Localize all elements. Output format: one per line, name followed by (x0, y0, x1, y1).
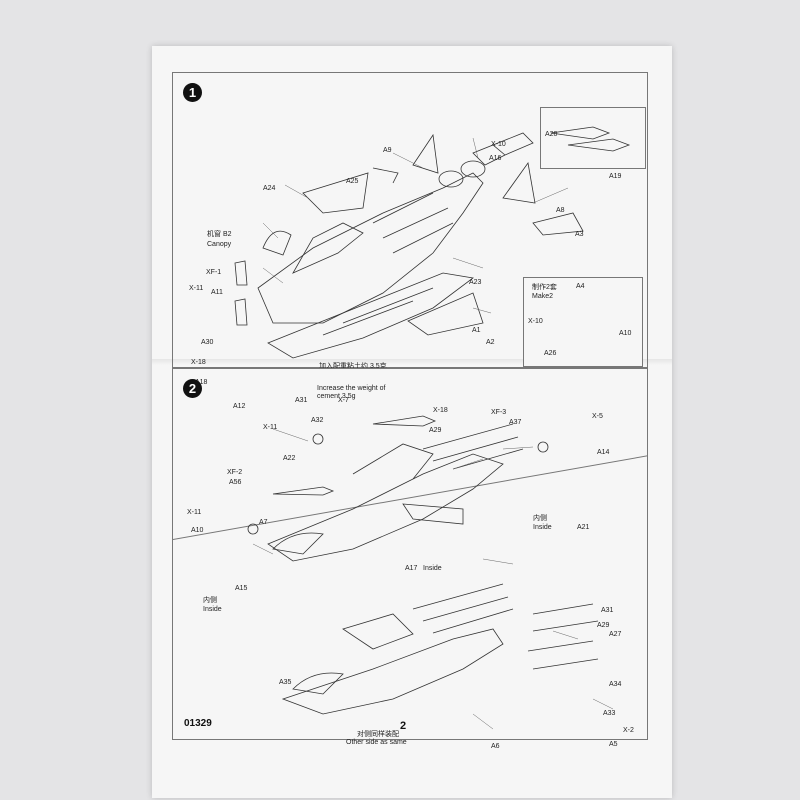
step-2-assembly-drawing (247, 415, 614, 730)
make2-label-cn: 制作2套 (532, 284, 557, 291)
part-label: A29 (429, 427, 442, 434)
part-label: A22 (283, 455, 296, 462)
inside-label-cn-2: 内侧 (203, 597, 217, 604)
part-label: A19 (609, 173, 622, 180)
part-label: A26 (544, 350, 557, 357)
part-label: A6 (491, 743, 500, 750)
step-1-panel: 1 (172, 72, 648, 386)
part-label: A10 (619, 330, 632, 337)
part-label: A4 (576, 283, 585, 290)
part-label: A8 (556, 207, 565, 214)
inside-label-en: Inside (533, 524, 552, 531)
other-side-label-en: Other side as same (346, 739, 407, 746)
part-label: A3 (575, 231, 584, 238)
part-label: A9 (383, 147, 392, 154)
part-label: A25 (346, 178, 359, 185)
part-label: X-7 (338, 397, 349, 404)
part-label: X-5 (592, 413, 603, 420)
part-label: X-11 (189, 285, 204, 292)
part-label: A56 (229, 479, 242, 486)
part-label: A30 (201, 339, 214, 346)
part-label: X-18 (191, 359, 206, 366)
part-label: X-11 (187, 509, 202, 516)
weight-note-cn: 加入配重粘土约 3.5克 (319, 363, 387, 370)
step-1-assembly-drawing (234, 126, 631, 359)
part-label: X-2 (623, 727, 634, 734)
weight-note-en-2: cement 3.5g (317, 393, 356, 400)
part-label: A18 (195, 379, 208, 386)
part-label: A5 (609, 741, 618, 748)
part-label: X-10 (491, 141, 506, 148)
inside-label-en-2: Inside (203, 606, 222, 613)
part-label: XF-3 (491, 409, 507, 416)
part-label: A11 (211, 289, 223, 296)
part-label: A29 (597, 622, 610, 629)
page-number: 2 (400, 720, 407, 732)
part-label: A34 (609, 681, 622, 688)
part-label: A17 (405, 565, 418, 572)
part-label: A37 (509, 419, 522, 426)
part-label: A20 (545, 131, 558, 138)
part-label: A1 (472, 327, 481, 334)
part-label: X-11 (263, 424, 278, 431)
canopy-label-en: Canopy (207, 241, 232, 248)
step-1-number: 1 (183, 83, 202, 102)
part-label: A27 (609, 631, 622, 638)
other-side-label-cn: 对侧同样装配 (357, 731, 399, 738)
part-label: XF-2 (227, 469, 243, 476)
product-code: 01329 (184, 718, 212, 729)
part-label: A14 (597, 449, 610, 456)
part-label: XF-1 (206, 269, 222, 276)
part-label: X-10 (528, 318, 543, 325)
inside-label-en-3: Inside (423, 565, 442, 572)
part-label: A31 (601, 607, 614, 614)
part-label: A23 (469, 279, 482, 286)
part-label: A33 (603, 710, 616, 717)
canopy-label-cn: 机窗 B2 (207, 231, 232, 238)
part-label: A24 (263, 185, 276, 192)
step-2-number: 2 (183, 379, 202, 398)
paper-fold (152, 359, 672, 365)
drop-tank-inset (540, 107, 646, 169)
part-label: A31 (295, 397, 308, 404)
weight-note-en-1: Increase the weight of (317, 385, 386, 392)
part-label: A35 (279, 679, 292, 686)
part-label: A15 (235, 585, 248, 592)
part-label: A21 (577, 524, 590, 531)
part-label: A10 (191, 527, 204, 534)
missile-inset: 制作2套 Make2 A4 X-10 A10 A26 (523, 277, 643, 367)
part-label: A7 (259, 519, 268, 526)
instruction-sheet: 1 (152, 46, 672, 798)
inside-label-cn: 内侧 (533, 515, 547, 522)
step-2-panel: 2 (172, 368, 648, 750)
make2-label-en: Make2 (532, 293, 554, 300)
part-label: X-18 (433, 407, 448, 414)
part-label: A16 (489, 155, 502, 162)
part-label: A32 (311, 417, 324, 424)
part-label: A12 (233, 403, 246, 410)
part-label: A2 (486, 339, 495, 346)
